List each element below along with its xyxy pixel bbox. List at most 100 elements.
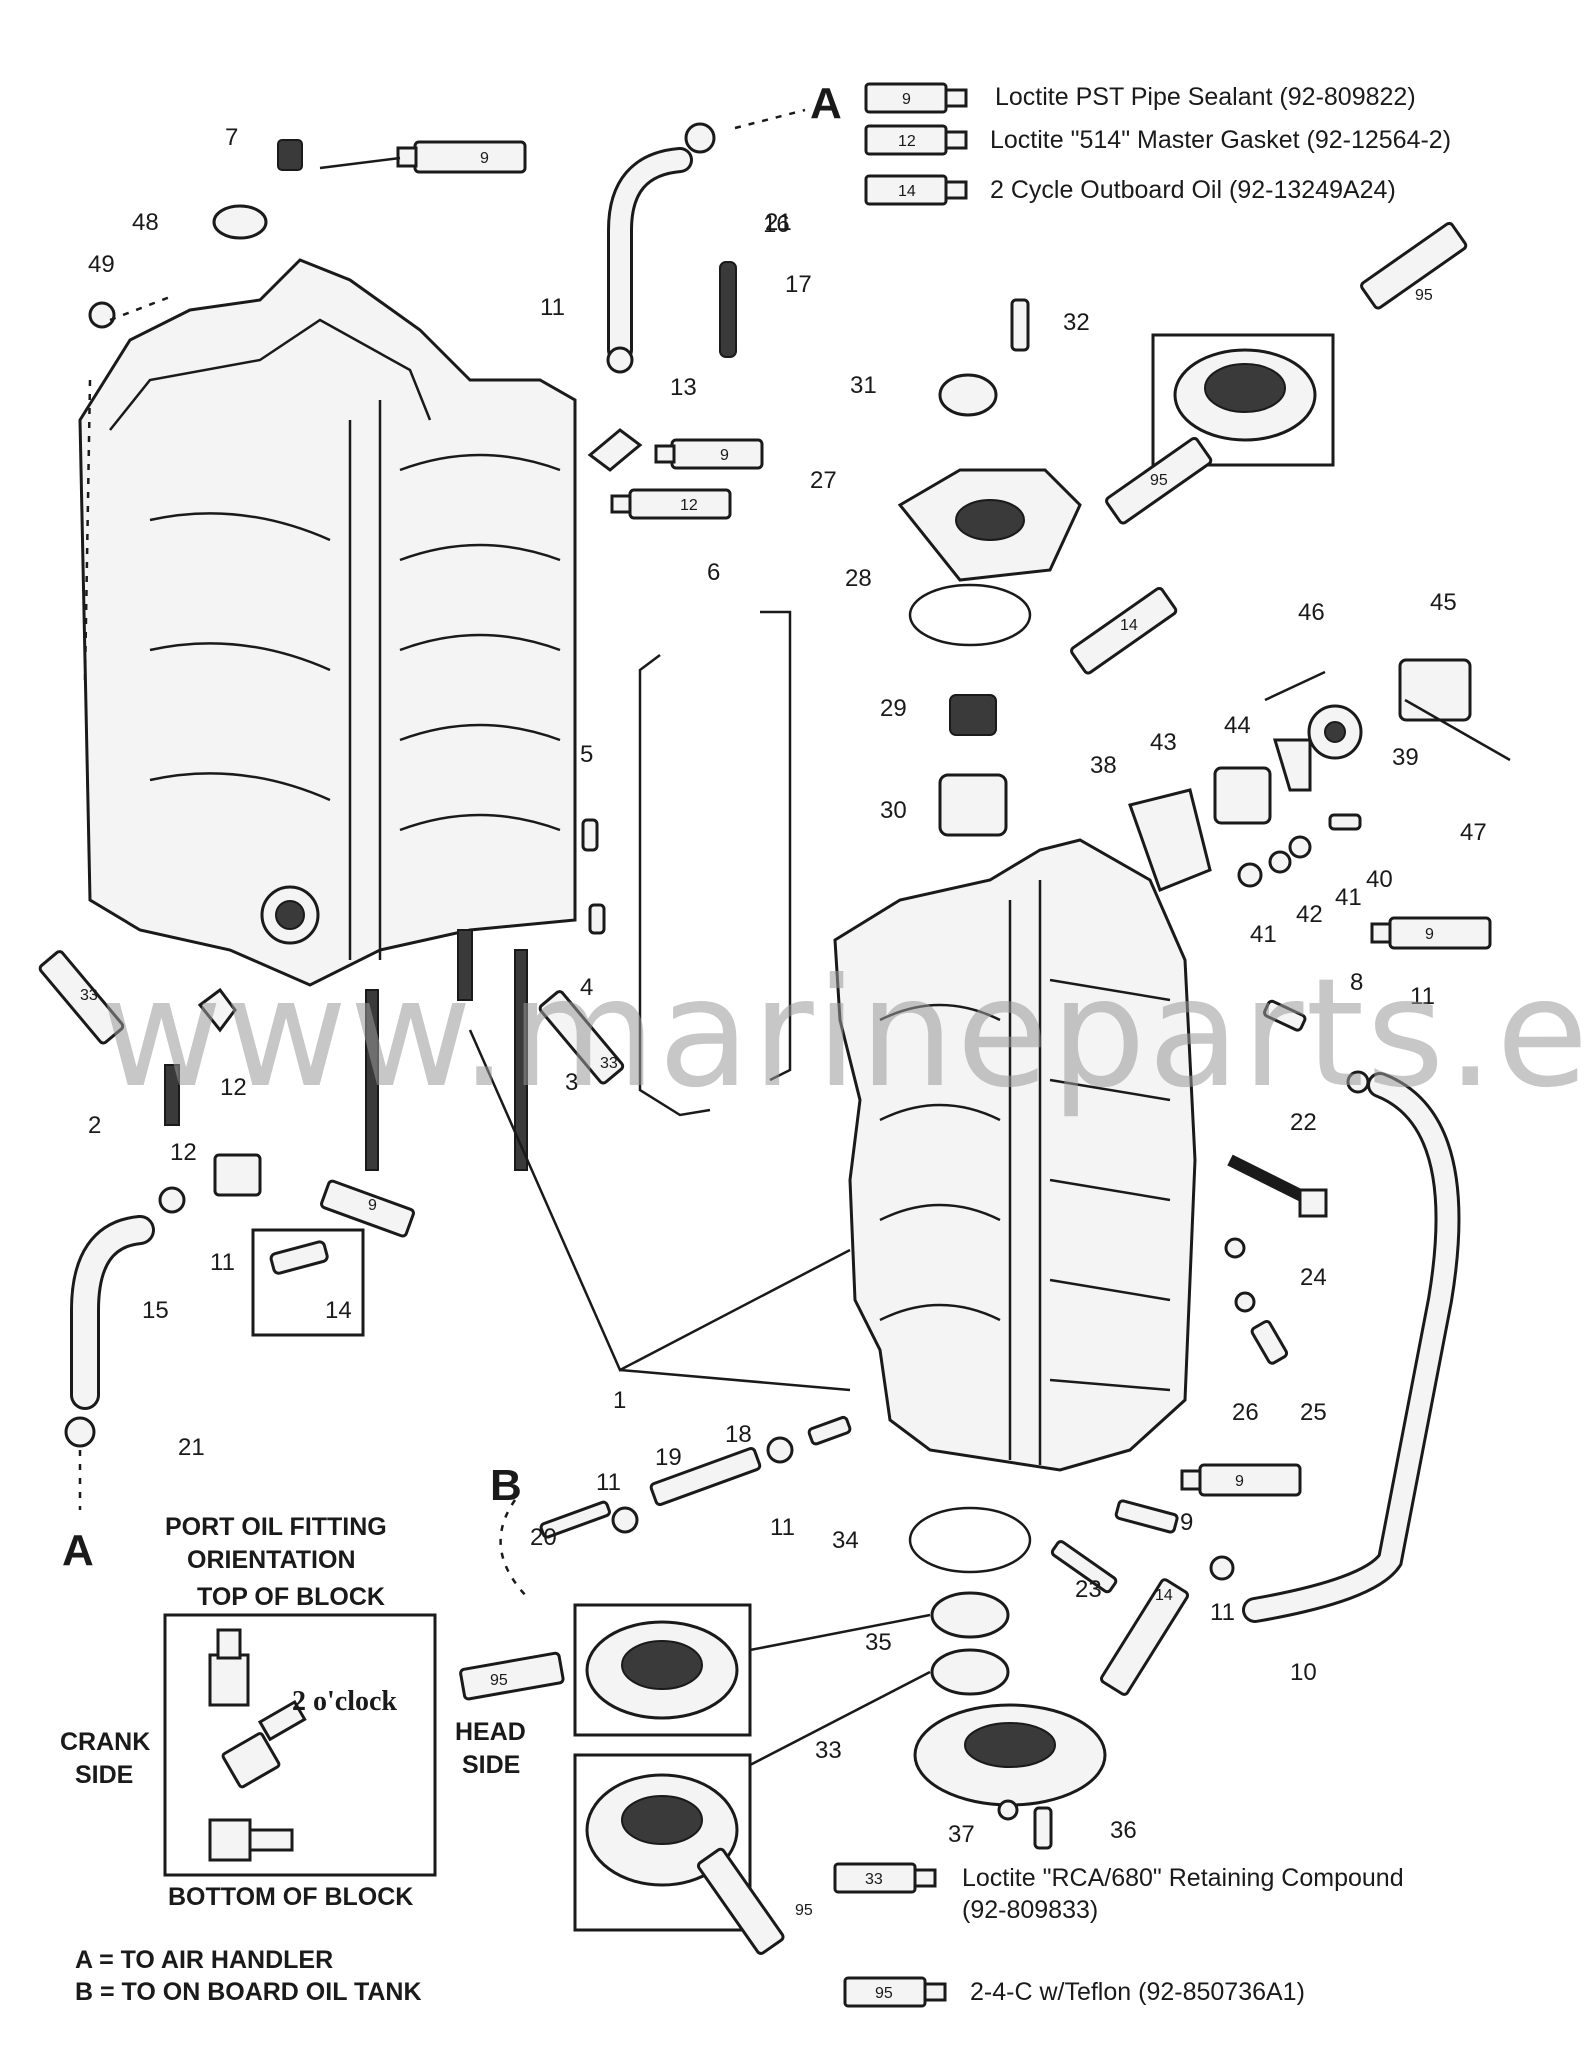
box-seal-bottom <box>573 1753 752 1932</box>
box-seal-top <box>1151 333 1335 467</box>
callout-20: 20 <box>530 1524 557 1551</box>
sealant-tube-35: 95 <box>459 1651 565 1701</box>
ref-letter-a-bottom: A <box>62 1526 94 1575</box>
callout-11-hose-right: 11 <box>1210 1599 1235 1626</box>
callout-12-lower: 12 <box>170 1139 197 1166</box>
callout-26: 26 <box>1232 1399 1259 1426</box>
ref-letter-b: B <box>490 1461 522 1510</box>
callout-32: 32 <box>1063 309 1090 336</box>
callout-41-right: 41 <box>1335 884 1362 911</box>
svg-text:95: 95 <box>1415 287 1433 304</box>
callout-28: 28 <box>845 565 872 592</box>
cylinder-block-left <box>78 258 577 987</box>
callout-4: 4 <box>580 974 593 1001</box>
legend-label-master-gasket: Loctite "514" Master Gasket (92-12564-2) <box>990 126 1451 154</box>
callout-49: 49 <box>88 251 115 278</box>
sealant-tube-12a: 12 <box>610 488 732 520</box>
callout-21-bottom: 21 <box>178 1434 205 1461</box>
svg-text:14: 14 <box>898 183 916 200</box>
callout-12-upper: 12 <box>220 1074 247 1101</box>
callout-5: 5 <box>580 741 593 768</box>
ref-letter-a-top: A <box>810 79 842 128</box>
callout-14: 14 <box>325 1297 352 1324</box>
callout-43: 43 <box>1150 729 1177 756</box>
sealant-tube-35b: 95 <box>696 1847 813 1955</box>
callout-48: 48 <box>132 209 159 236</box>
note-b-oil-tank: B = TO ON BOARD OIL TANK <box>75 1978 422 2006</box>
callout-30: 30 <box>880 797 907 824</box>
callout-1: 1 <box>613 1387 626 1414</box>
callout-37: 37 <box>948 1821 975 1848</box>
legend-tube-14: 14 <box>864 174 968 206</box>
callout-38: 38 <box>1090 752 1117 779</box>
sealant-tube-14: 9 <box>320 1179 415 1238</box>
callout-24: 24 <box>1300 1264 1327 1291</box>
svg-text:95: 95 <box>490 1672 508 1689</box>
svg-text:9: 9 <box>720 447 729 464</box>
callout-45: 45 <box>1430 589 1457 616</box>
callout-18: 18 <box>725 1421 752 1448</box>
orientation-title-line-1: PORT OIL FITTING <box>165 1513 387 1541</box>
legend-tube-9: 9 <box>864 82 968 114</box>
svg-text:9: 9 <box>1235 1473 1244 1490</box>
callout-33: 33 <box>815 1737 842 1764</box>
sealant-tube-13: 9 <box>654 438 764 470</box>
crank-side-label-1: CRANK <box>60 1728 150 1756</box>
orientation-box <box>163 1613 437 1877</box>
fitting-top-icon <box>208 1653 250 1707</box>
legend-tube-12: 12 <box>864 124 968 156</box>
callout-6: 6 <box>707 559 720 586</box>
callout-11-right: 11 <box>1410 983 1435 1010</box>
fitting-bottom-icon <box>208 1818 252 1862</box>
svg-text:95: 95 <box>875 1985 893 2002</box>
legend-label-2-4-c-teflon: 2-4-C w/Teflon (92-850736A1) <box>970 1978 1305 2006</box>
legend-label-retaining-compound-part: (92-809833) <box>962 1896 1098 1924</box>
svg-text:9: 9 <box>902 91 911 108</box>
callout-9: 9 <box>1180 1509 1193 1536</box>
orientation-title-line-2: ORIENTATION <box>187 1546 356 1574</box>
legend-label-outboard-oil: 2 Cycle Outboard Oil (92-13249A24) <box>990 176 1396 204</box>
legend-tube-33: 33 <box>833 1862 937 1894</box>
svg-text:33: 33 <box>600 1055 618 1072</box>
sealant-tube-33b: 14 <box>1100 1578 1190 1696</box>
callout-39: 39 <box>1392 744 1419 771</box>
svg-text:14: 14 <box>1155 1587 1173 1604</box>
fitting-2-oclock-icon <box>221 1732 281 1789</box>
callout-7: 7 <box>225 124 238 151</box>
callout-19: 19 <box>655 1444 682 1471</box>
svg-text:9: 9 <box>480 150 489 167</box>
orientation-2-oclock-label: 2 o'clock <box>292 1686 397 1717</box>
legend-top: A 9 Loctite PST Pipe Sealant (92-809822)… <box>734 79 1451 206</box>
orientation-top-label: TOP OF BLOCK <box>197 1583 385 1611</box>
callout-46: 46 <box>1298 599 1325 626</box>
callout-21-top: 21 <box>765 209 792 236</box>
callout-27: 27 <box>810 467 837 494</box>
sealant-tube-8: 9 <box>1370 916 1492 950</box>
watermark-marineparts: www.marineparts.eu <box>100 947 1592 1121</box>
svg-text:33: 33 <box>865 1871 883 1888</box>
callout-41-left: 41 <box>1250 921 1277 948</box>
crank-side-label-2: SIDE <box>75 1761 133 1789</box>
svg-text:95: 95 <box>1150 472 1168 489</box>
orientation-bottom-label: BOTTOM OF BLOCK <box>168 1883 413 1911</box>
svg-text:12: 12 <box>680 497 698 514</box>
svg-text:9: 9 <box>1425 926 1434 943</box>
sealant-tube-32: 95 <box>1360 221 1468 310</box>
port-oil-fitting-orientation: PORT OIL FITTING ORIENTATION TOP OF BLOC… <box>60 1513 526 1911</box>
callout-3: 3 <box>565 1069 578 1096</box>
legend-tube-95: 95 <box>843 1976 947 2008</box>
callout-36: 36 <box>1110 1817 1137 1844</box>
svg-text:95: 95 <box>795 1902 813 1919</box>
callout-13: 13 <box>670 374 697 401</box>
cylinder-block-right <box>833 838 1197 1472</box>
callout-44: 44 <box>1224 712 1251 739</box>
callout-16: 16 <box>763 211 790 238</box>
callout-10: 10 <box>1290 1659 1317 1686</box>
note-a-air-handler: A = TO AIR HANDLER <box>75 1946 333 1974</box>
callout-17: 17 <box>785 271 812 298</box>
callout-numbers: 7 48 49 16 21 17 11 13 32 31 27 28 6 29 … <box>88 124 1487 1848</box>
callout-25: 25 <box>1300 1399 1327 1426</box>
callout-47: 47 <box>1460 819 1487 846</box>
callout-29: 29 <box>880 695 907 722</box>
